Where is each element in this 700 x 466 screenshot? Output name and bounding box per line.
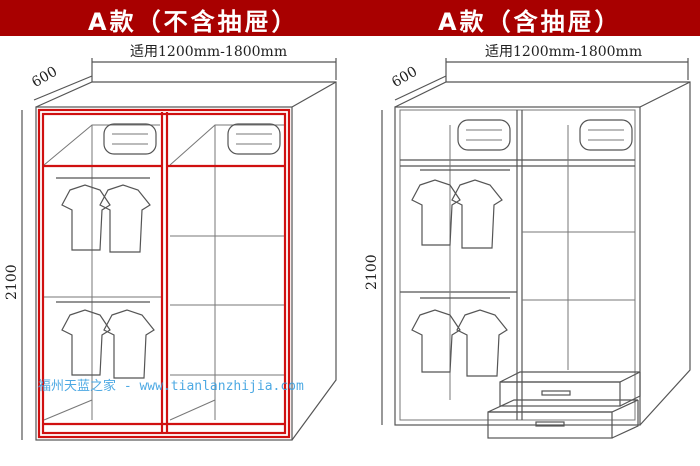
left-height-label: 2100 [4,264,20,300]
shirt-icon [451,179,503,249]
right-height-label: 2100 [364,254,380,290]
right-depth-label: 600 [389,64,420,91]
right-title: A款（含抽屉） [438,8,622,36]
left-width-label: 适用1200mm-1800mm [130,44,287,60]
watermark: 福州天蓝之家 - www.tianlanzhijia.com [38,379,304,394]
shirt-icon [411,309,461,373]
right-width-label: 适用1200mm-1800mm [485,44,642,60]
shirt-icon [411,179,461,246]
drawer-upper [499,371,641,407]
left-title: A款（不含抽屉） [88,8,299,36]
folded-clothes-icon [227,123,281,155]
title-banner [0,0,700,36]
right-wardrobe: 适用1200mm-1800mm 600 2100 [364,44,691,439]
drawer-lower [487,399,639,439]
left-depth-label: 600 [29,64,60,91]
shirt-icon [61,184,111,251]
shirt-icon [61,309,111,376]
shirt-icon [103,309,155,379]
folded-clothes-icon [103,123,157,155]
folded-clothes-icon [457,119,511,151]
folded-clothes-icon [579,119,633,151]
shirt-icon [456,309,508,377]
shirt-icon [99,184,151,253]
